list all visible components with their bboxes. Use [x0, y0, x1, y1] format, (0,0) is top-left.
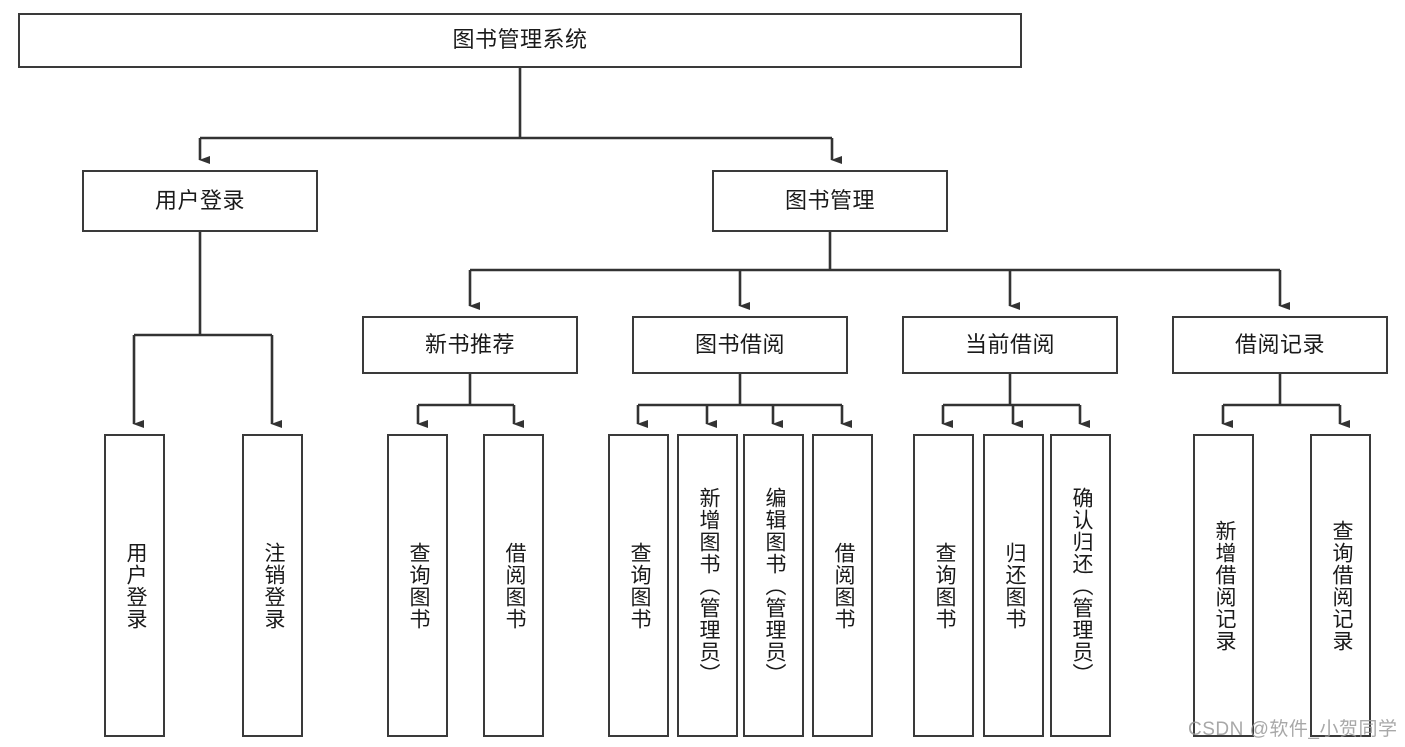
node-label: 编辑图书（管理员） [762, 486, 786, 685]
csdn-watermark: CSDN @软件_小贺同学 [1188, 719, 1398, 740]
node-label: 用户登录 [154, 187, 245, 213]
node-leaf-logout[interactable]: 注销登录 [242, 434, 303, 737]
node-leaf-query-book-3[interactable]: 查询图书 [913, 434, 974, 737]
node-label: 图书管理系统 [452, 27, 588, 53]
node-leaf-edit-book[interactable]: 编辑图书（管理员） [743, 434, 804, 737]
node-label: 归还图书 [1002, 541, 1026, 630]
node-label: 图书管理 [784, 187, 875, 213]
node-label: 新增借阅记录 [1212, 519, 1236, 652]
node-label: 确认归还（管理员） [1069, 486, 1093, 685]
node-label: 借阅图书 [502, 541, 526, 630]
node-label: 借阅图书 [831, 541, 855, 630]
node-label: 图书借阅 [694, 331, 785, 357]
node-leaf-return-book[interactable]: 归还图书 [983, 434, 1044, 737]
node-label: 借阅记录 [1234, 331, 1325, 357]
node-leaf-query-book-2[interactable]: 查询图书 [608, 434, 669, 737]
node-leaf-confirm-return[interactable]: 确认归还（管理员） [1050, 434, 1111, 737]
node-book-borrow[interactable]: 图书借阅 [632, 316, 848, 374]
node-current-borrow[interactable]: 当前借阅 [902, 316, 1118, 374]
node-leaf-borrow-book-2[interactable]: 借阅图书 [812, 434, 873, 737]
node-leaf-add-book[interactable]: 新增图书（管理员） [677, 434, 738, 737]
node-leaf-query-borrow-record[interactable]: 查询借阅记录 [1310, 434, 1371, 737]
node-root-system[interactable]: 图书管理系统 [18, 13, 1022, 68]
node-new-book-recommend[interactable]: 新书推荐 [362, 316, 578, 374]
node-label: 用户登录 [123, 541, 147, 630]
node-book-manage[interactable]: 图书管理 [712, 170, 948, 232]
node-label: 查询图书 [627, 541, 651, 630]
node-leaf-add-borrow-record[interactable]: 新增借阅记录 [1193, 434, 1254, 737]
node-leaf-borrow-book-1[interactable]: 借阅图书 [483, 434, 544, 737]
node-label: 新书推荐 [424, 331, 515, 357]
node-label: 当前借阅 [964, 331, 1055, 357]
node-label: 注销登录 [261, 541, 285, 630]
node-leaf-user-login[interactable]: 用户登录 [104, 434, 165, 737]
node-label: 查询借阅记录 [1329, 519, 1353, 652]
node-user-login[interactable]: 用户登录 [82, 170, 318, 232]
node-label: 新增图书（管理员） [696, 486, 720, 685]
node-borrow-record[interactable]: 借阅记录 [1172, 316, 1388, 374]
node-label: 查询图书 [932, 541, 956, 630]
node-leaf-query-book-1[interactable]: 查询图书 [387, 434, 448, 737]
node-label: 查询图书 [406, 541, 430, 630]
